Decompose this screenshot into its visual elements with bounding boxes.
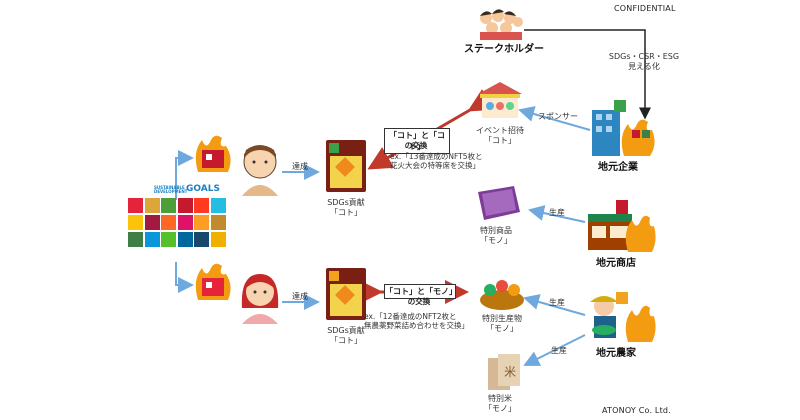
sdg-tile <box>194 198 209 213</box>
vegetable-basket-icon <box>478 276 526 312</box>
special-product-icon <box>474 186 522 222</box>
sdgs-logo-goals: GOALS <box>186 184 220 194</box>
produce-label-1: 生産 <box>549 208 565 217</box>
stakeholder-label: ステークホルダー <box>464 44 544 55</box>
sdg-tile <box>144 232 160 247</box>
exchange-sub-upper: の交換 <box>404 141 428 150</box>
flame-sdgs-lower <box>192 260 234 300</box>
produce-arrow-shop <box>528 205 586 223</box>
svg-text:米: 米 <box>504 365 516 379</box>
contribution-label-lower: SDGs貢献 「コト」 <box>327 326 365 345</box>
farmer-label: 地元農家 <box>596 348 636 359</box>
sdg-tile <box>177 215 193 230</box>
flame-sdgs-upper <box>192 132 234 172</box>
sdgs-logo-line2: DEVELOPMENT <box>154 189 188 194</box>
contribution-label-upper: SDGs貢献 「コト」 <box>327 198 365 217</box>
crowd-icon <box>480 9 523 40</box>
person-male-avatar <box>238 140 282 196</box>
rice-bag-icon: 米 <box>484 352 524 392</box>
shop-icon <box>586 200 656 252</box>
sponsor-arrow <box>518 106 591 131</box>
sdg-tile <box>128 215 143 230</box>
sdg-tile <box>210 232 226 247</box>
sdg-tile <box>210 198 226 213</box>
sdgs-logo-line1: SUSTAINABLE <box>154 185 185 190</box>
sdg-tile <box>161 215 176 230</box>
person-female-avatar <box>238 268 282 324</box>
sdgs-to-persons-arrows <box>175 150 194 293</box>
exchange-title-upper: 「コト」と「コト」 <box>384 128 450 154</box>
exchange-sub-lower: の交換 <box>407 297 431 306</box>
achieve-label-upper: 達成 <box>292 162 308 171</box>
enterprise-label: 地元企業 <box>598 162 638 173</box>
stakeholder-arrow <box>524 29 651 120</box>
achieve-label-lower: 達成 <box>292 292 308 301</box>
event-booth-icon <box>476 82 524 120</box>
sdg-badge-13 <box>329 143 339 153</box>
sdgs-logo: SUSTAINABLE DEVELOPMENT GOALS <box>128 184 228 252</box>
sdg-tile <box>194 232 209 247</box>
sdg-tile <box>161 198 176 213</box>
sdg-badge-12 <box>329 271 339 281</box>
farmer-icon <box>586 290 656 342</box>
sdg-tile <box>210 215 226 230</box>
event-label: イベント招待 「コト」 <box>476 126 524 145</box>
produce-arrow-rice <box>523 334 586 366</box>
rice-label: 特別米 「モノ」 <box>484 394 516 413</box>
produce-label-3: 生産 <box>551 346 567 355</box>
shop-label: 地元商店 <box>596 258 636 269</box>
nft-card-upper <box>326 140 366 192</box>
company-footer: ATONOY Co. Ltd. <box>602 406 671 415</box>
sdg-tile <box>161 232 176 247</box>
sdgs-tile-grid <box>128 198 228 250</box>
exchange-title-lower: 「コト」と「モノ」 <box>384 284 457 299</box>
produce-item-label: 特別生産物 「モノ」 <box>482 314 522 333</box>
sdg-tile <box>128 232 143 247</box>
example-lower: ex.「12番達成のNFT2枚と 無農薬野菜詰め合わせを交換」 <box>364 312 469 330</box>
sdg-tile <box>194 215 209 230</box>
example-upper: ex.「13番達成のNFT5枚と 花火大会の特等席を交換」 <box>390 152 483 170</box>
sponsor-label: スポンサー <box>538 112 578 121</box>
enterprise-building-icon <box>592 100 656 156</box>
produce-label-2: 生産 <box>549 298 565 307</box>
produce-arrow-farmer <box>523 294 586 316</box>
sdg-tile <box>144 198 160 213</box>
sdg-tile <box>144 215 160 230</box>
sdg-tile <box>177 198 193 213</box>
confidential-label: CONFIDENTIAL <box>614 4 676 13</box>
visibility-label: SDGs・CSR・ESG 見える化 <box>608 52 680 71</box>
stakeholder-crowd <box>478 6 524 40</box>
product-label: 特別商品 「モノ」 <box>480 226 512 245</box>
sdg-tile <box>128 198 143 213</box>
nft-card-lower <box>326 268 366 320</box>
sdg-tile <box>177 232 193 247</box>
